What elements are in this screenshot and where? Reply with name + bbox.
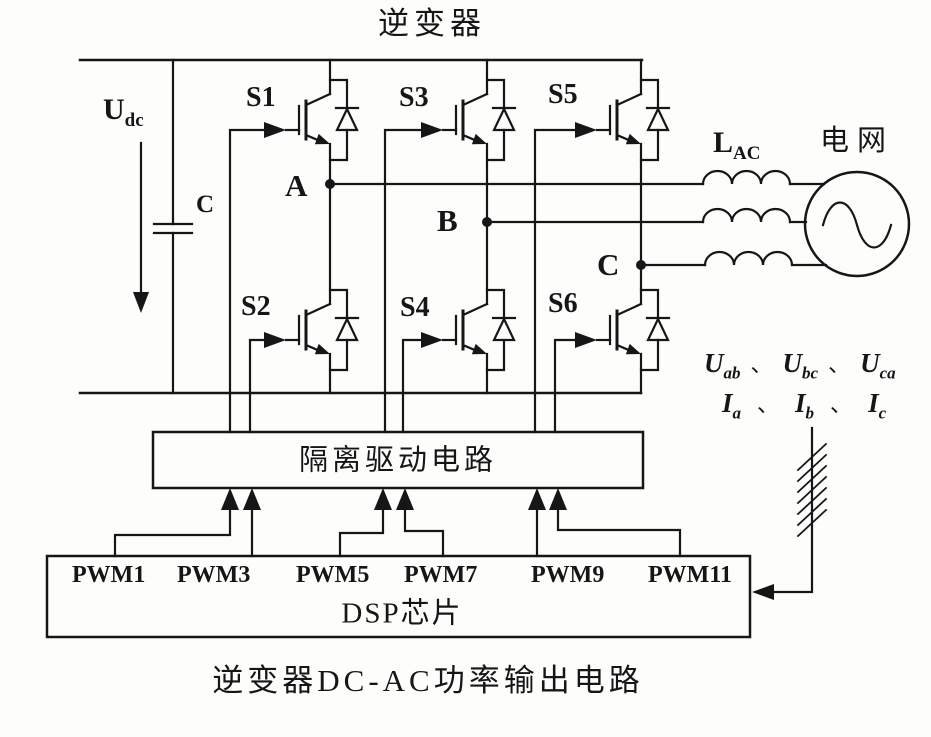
phase-a-output xyxy=(328,169,826,186)
igbt-s6 xyxy=(573,288,671,372)
pwm11-label: PWM11 xyxy=(648,562,732,588)
grid-label: 电网 xyxy=(820,125,895,157)
switch-label-s2: S2 xyxy=(241,291,271,322)
gate-wire-s1 xyxy=(228,128,266,434)
phase-c-output xyxy=(639,250,828,267)
switch-label-s3: S3 xyxy=(399,82,429,113)
current-sense-labels: Ia 、 Ib 、 Ic xyxy=(722,388,887,423)
pwm5-wire xyxy=(338,506,385,558)
switch-label-s5: S5 xyxy=(548,79,578,110)
node-a xyxy=(325,179,335,189)
udc-label: Udc xyxy=(103,93,144,131)
switch-label-s6: S6 xyxy=(548,288,578,319)
pwm9-label: PWM9 xyxy=(531,562,605,588)
node-b xyxy=(482,217,492,227)
phase-nodes xyxy=(325,179,646,270)
grid-source-icon xyxy=(803,170,911,278)
inductor-c xyxy=(703,250,794,267)
gate-drive-wires xyxy=(228,128,577,434)
switch-label-s1: S1 xyxy=(246,82,276,113)
pwm7-wire xyxy=(403,506,445,558)
phase-label-c: C xyxy=(597,247,620,282)
gate-wire-s5 xyxy=(533,128,577,434)
igbt-s4 xyxy=(419,288,517,372)
udc-sub: dc xyxy=(124,110,144,131)
diagram-title: 逆变器 xyxy=(378,6,486,41)
pwm11-wire xyxy=(556,506,682,558)
pwm5-label: PWM5 xyxy=(296,562,370,588)
ib-label: Ib xyxy=(795,388,815,423)
igbt-s3 xyxy=(419,78,517,162)
sine-wave-icon xyxy=(821,201,893,249)
isolation-drive-box xyxy=(151,430,645,490)
multi-wire-hatch-icon xyxy=(796,442,828,538)
switch-label-s4: S4 xyxy=(400,292,430,323)
node-c xyxy=(636,260,646,270)
udc-arrow xyxy=(133,141,149,313)
pwm7-label: PWM7 xyxy=(404,562,478,588)
sense-feedback-wire xyxy=(752,426,828,600)
gate-wire-s4 xyxy=(401,338,423,434)
igbt-s1 xyxy=(262,78,360,162)
inductor-label: LAC xyxy=(713,126,760,164)
dc-capacitor xyxy=(152,58,194,395)
inductor-a xyxy=(701,169,792,186)
ubc-label: Ubc xyxy=(782,348,819,383)
isolation-drive-box-label: 隔离驱动电路 xyxy=(298,444,498,477)
igbt-s5 xyxy=(573,78,671,162)
pwm1-label: PWM1 xyxy=(72,562,146,588)
gate-wire-s6 xyxy=(553,338,577,434)
phase-label-a: A xyxy=(285,168,308,203)
pwm-feed-wires xyxy=(113,488,682,558)
inductor-sub: AC xyxy=(733,143,761,164)
capacitor-label: C xyxy=(196,191,215,218)
dsp-box-label: DSP芯片 xyxy=(341,597,463,630)
gate-wire-s3 xyxy=(383,128,423,434)
ic-label: Ic xyxy=(868,388,887,423)
inductor-b xyxy=(701,207,792,224)
ia-label: Ia xyxy=(722,388,742,423)
diagram-caption: 逆变器DC-AC功率输出电路 xyxy=(212,663,644,698)
igbt-s2 xyxy=(262,288,360,372)
uca-label: Uca xyxy=(860,348,896,383)
inductor-base: L xyxy=(713,126,734,159)
pwm3-label: PWM3 xyxy=(177,562,251,588)
dsp-box xyxy=(45,554,752,639)
pwm1-wire xyxy=(113,506,232,558)
phase-label-b: B xyxy=(437,203,458,238)
udc-base: U xyxy=(103,93,125,126)
uab-label: Uab xyxy=(704,348,741,383)
voltage-sense-labels: Uab 、 Ubc 、 Uca xyxy=(704,348,896,383)
gate-wire-s2 xyxy=(248,338,266,434)
phase-b-output xyxy=(485,207,808,224)
